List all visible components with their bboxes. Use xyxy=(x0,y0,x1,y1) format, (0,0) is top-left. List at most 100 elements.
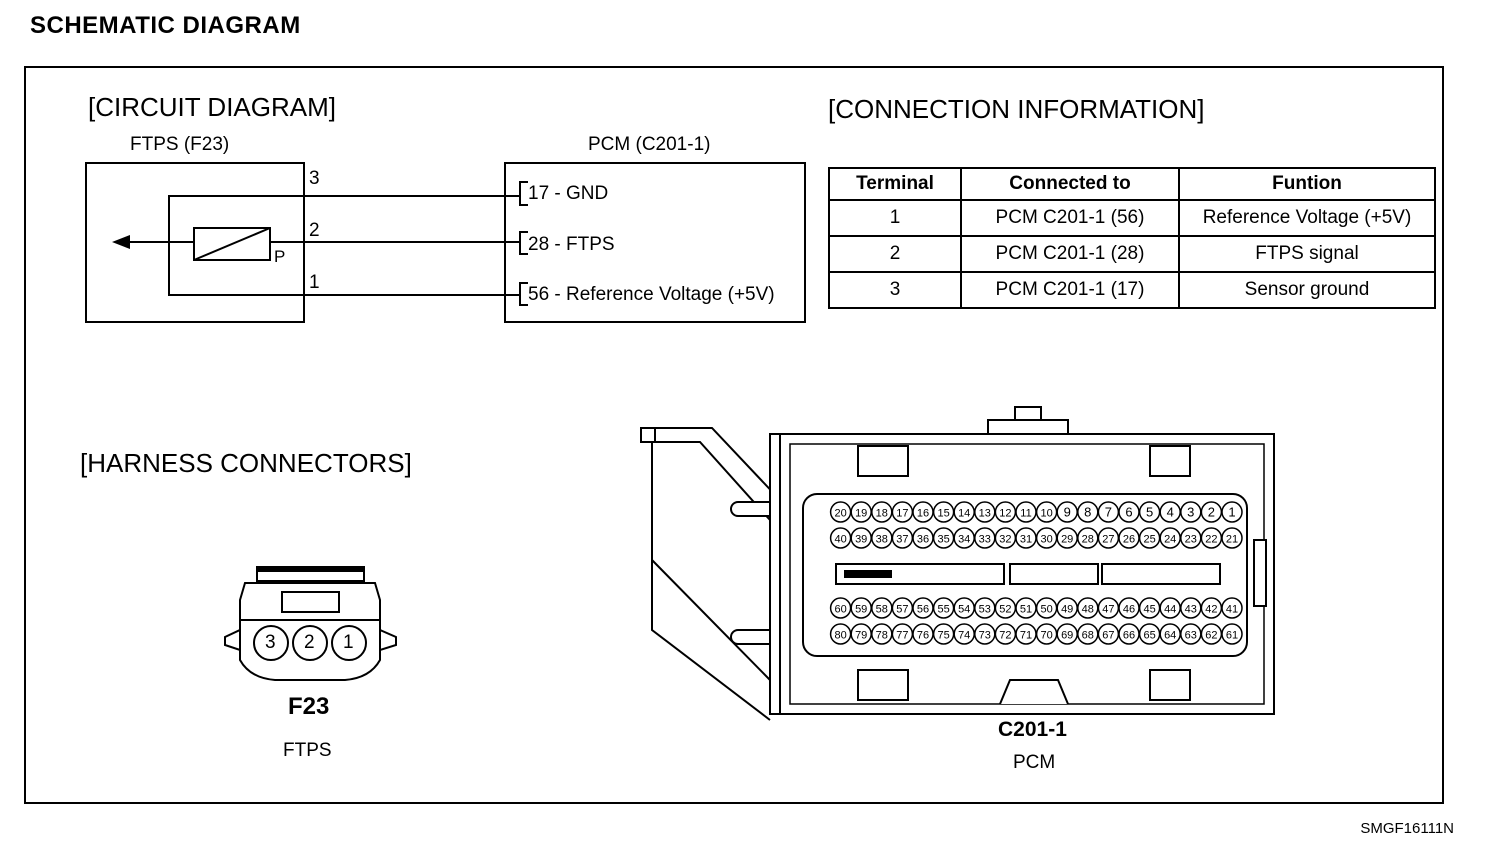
c201-pin-number: 19 xyxy=(855,508,867,520)
c201-pin-number: 13 xyxy=(979,508,991,520)
c201-pin-number: 69 xyxy=(1061,630,1073,642)
c201-pin-number: 17 xyxy=(896,508,908,520)
connected-to-cell: PCM C201-1 (56) xyxy=(960,199,1180,237)
c201-pin-number: 56 xyxy=(917,604,929,616)
c201-pin-number: 5 xyxy=(1146,505,1153,520)
connected-to-cell: PCM C201-1 (28) xyxy=(960,235,1180,273)
c201-pin-number: 77 xyxy=(896,630,908,642)
c201-pin-number: 27 xyxy=(1102,534,1114,546)
f23-name: FTPS xyxy=(283,740,332,761)
c201-id: C201-1 xyxy=(998,718,1067,741)
c201-pin-number: 36 xyxy=(917,534,929,546)
header-terminal: Terminal xyxy=(828,167,962,201)
c201-pin-number: 57 xyxy=(896,604,908,616)
c201-pin-number: 31 xyxy=(1020,534,1032,546)
harness-connectors-heading: [HARNESS CONNECTORS] xyxy=(80,448,412,478)
c201-pin-number: 34 xyxy=(958,534,970,546)
c201-pin-number: 70 xyxy=(1040,630,1052,642)
arrow-head xyxy=(112,235,130,249)
c201-pin-number: 79 xyxy=(855,630,867,642)
pcm-pin-17: 17 - GND xyxy=(528,183,609,204)
c201-pin-number: 12 xyxy=(999,508,1011,520)
c201-pin xyxy=(829,597,852,619)
c201-pin-number: 51 xyxy=(1020,604,1032,616)
c201-pin-grid: 1234567891011121314151617181920212223242… xyxy=(829,501,1243,645)
c201-pin-number: 74 xyxy=(958,630,970,642)
sensor-inner-loop xyxy=(168,195,305,296)
function-cell: Reference Voltage (+5V) xyxy=(1178,199,1436,237)
c201-pin-number: 64 xyxy=(1164,630,1176,642)
connection-table: Terminal Connected to Funtion 1 PCM C201… xyxy=(828,167,1436,309)
c201-pin-number: 6 xyxy=(1125,505,1132,520)
connected-to-cell: PCM C201-1 (17) xyxy=(960,271,1180,309)
c201-pin-number: 46 xyxy=(1123,604,1135,616)
c201-pin-number: 32 xyxy=(999,534,1011,546)
header-function: Funtion xyxy=(1178,167,1436,201)
c201-pin-number: 9 xyxy=(1064,505,1071,520)
c201-pin-number: 71 xyxy=(1020,630,1032,642)
c201-pin-number: 44 xyxy=(1164,604,1176,616)
c201-pin-number: 58 xyxy=(876,604,888,616)
c201-pin-number: 33 xyxy=(979,534,991,546)
image-code: SMGF16111N xyxy=(1360,820,1454,837)
c201-pin-number: 16 xyxy=(917,508,929,520)
c201-pin-number: 63 xyxy=(1185,630,1197,642)
c201-pin-number: 50 xyxy=(1040,604,1052,616)
c201-pin-number: 59 xyxy=(855,604,867,616)
c201-pin-number: 65 xyxy=(1143,630,1155,642)
c201-pin-number: 4 xyxy=(1167,505,1174,520)
c201-pin-number: 14 xyxy=(958,508,970,520)
c201-pin-number: 8 xyxy=(1084,505,1091,520)
sensor-pin-1: 1 xyxy=(309,272,320,293)
c201-pin-number: 23 xyxy=(1185,534,1197,546)
c201-pin-number: 72 xyxy=(999,630,1011,642)
f23-pin-2: 2 xyxy=(304,632,315,653)
c201-pin-number: 76 xyxy=(917,630,929,642)
c201-pin-number: 1 xyxy=(1228,505,1235,520)
c201-pin-number: 73 xyxy=(979,630,991,642)
c201-pin-number: 7 xyxy=(1105,505,1112,520)
c201-name: PCM xyxy=(1013,752,1056,773)
c201-pin-number: 15 xyxy=(937,508,949,520)
c201-pin-number: 43 xyxy=(1185,604,1197,616)
table-row: 1 PCM C201-1 (56) Reference Voltage (+5V… xyxy=(828,199,1436,237)
c201-pin-number: 11 xyxy=(1020,508,1031,520)
c201-pin-number: 67 xyxy=(1102,630,1114,642)
connection-info-heading: [CONNECTION INFORMATION] xyxy=(828,94,1205,124)
c201-pin-number: 26 xyxy=(1123,534,1135,546)
table-row: 3 PCM C201-1 (17) Sensor ground xyxy=(828,271,1436,309)
c201-pin-number: 42 xyxy=(1205,604,1217,616)
c201-pin-number: 68 xyxy=(1082,630,1094,642)
c201-pin-number: 48 xyxy=(1082,604,1094,616)
pcm-box xyxy=(504,162,806,323)
c201-pin-number: 37 xyxy=(896,534,908,546)
c201-pin-number: 24 xyxy=(1164,534,1176,546)
sensor-pin-2: 2 xyxy=(309,220,320,241)
c201-pin-number: 49 xyxy=(1061,604,1073,616)
c201-pin-number: 53 xyxy=(979,604,991,616)
pcm-pin-28: 28 - FTPS xyxy=(528,234,615,255)
c201-pin xyxy=(829,501,852,523)
c201-pin-number: 20 xyxy=(834,508,846,520)
c201-pin-number: 22 xyxy=(1205,534,1217,546)
c201-pin-number: 45 xyxy=(1143,604,1155,616)
pressure-letter: P xyxy=(274,247,286,266)
c201-pin-number: 39 xyxy=(855,534,867,546)
c201-pin-number: 18 xyxy=(876,508,888,520)
c201-pin-number: 40 xyxy=(834,534,846,546)
pcm-pin-56: 56 - Reference Voltage (+5V) xyxy=(528,284,775,305)
c201-pin xyxy=(829,527,852,549)
c201-pin-number: 60 xyxy=(834,604,846,616)
c201-pin-number: 41 xyxy=(1226,604,1238,616)
c201-pin-number: 25 xyxy=(1143,534,1155,546)
c201-pin-number: 2 xyxy=(1208,505,1215,520)
f23-pin-3: 3 xyxy=(265,632,276,653)
c201-pin-number: 29 xyxy=(1061,534,1073,546)
sensor-label: FTPS (F23) xyxy=(130,134,230,155)
c201-pin-number: 3 xyxy=(1187,505,1194,520)
terminal-cell: 2 xyxy=(828,235,962,273)
c201-pin-number: 80 xyxy=(834,630,846,642)
